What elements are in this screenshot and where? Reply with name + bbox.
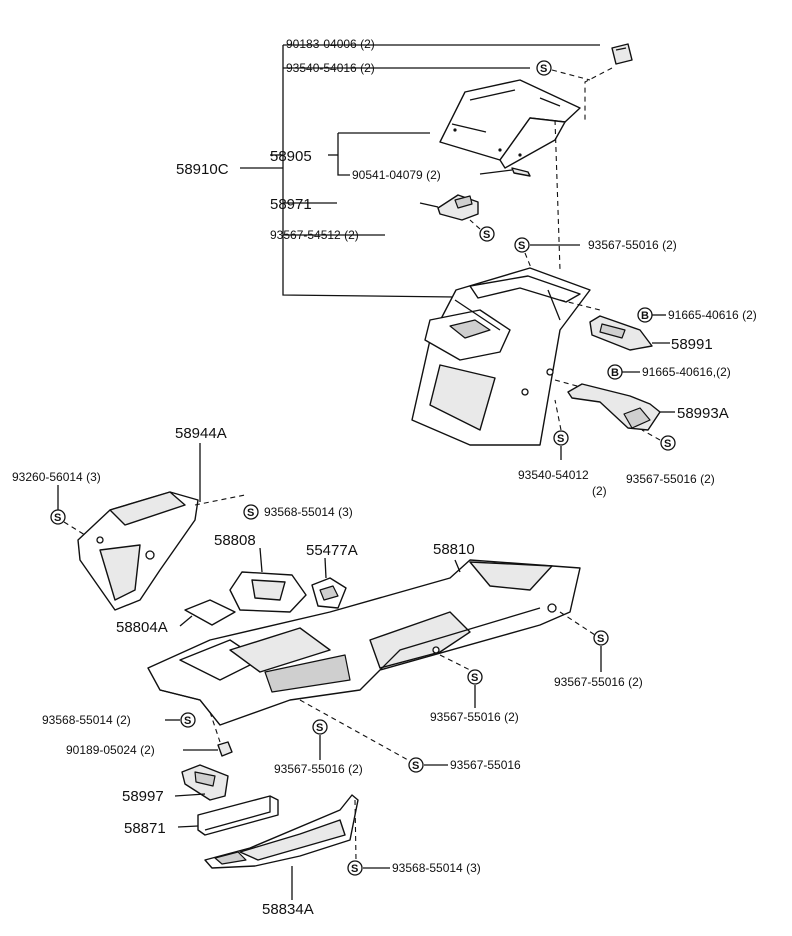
svg-text:S: S xyxy=(54,512,61,524)
screw-93567-55016-center: S xyxy=(467,669,483,708)
label-93540-54016: 93540-54016 (2) xyxy=(286,61,375,75)
svg-text:S: S xyxy=(184,715,191,727)
svg-text:B: B xyxy=(611,367,619,379)
armrest-bracket-body xyxy=(411,119,611,446)
svg-text:S: S xyxy=(664,438,671,450)
pin-90541 xyxy=(479,167,531,177)
label-91665-b: 91665-40616,(2) xyxy=(642,365,731,379)
pad-58804A xyxy=(179,599,236,627)
shift-boot-58808 xyxy=(229,547,307,613)
svg-text:S: S xyxy=(412,760,419,772)
screw-93567-55016-lower: S xyxy=(312,719,328,760)
boot-55477A xyxy=(311,557,347,661)
svg-text:S: S xyxy=(597,633,604,645)
side-cover-58944A: S S xyxy=(50,443,259,611)
svg-text:S: S xyxy=(557,433,564,445)
label-93567-55016-center: 93567-55016 (2) xyxy=(430,710,519,724)
label-93567-54512: 93567-54512 (2) xyxy=(270,228,359,242)
svg-text:S: S xyxy=(247,507,254,519)
tray-58834A: S xyxy=(204,794,390,900)
label-93567-55016-lower: 93567-55016 (2) xyxy=(274,762,363,776)
screw-93568-55014-front: S xyxy=(165,711,233,757)
label-90541: 90541-04079 (2) xyxy=(352,168,441,182)
label-58991: 58991 xyxy=(671,336,713,353)
part-labels: 90183-04006 (2) 93540-54016 (2) 58910C 5… xyxy=(12,37,757,918)
screw-93567-55016-single: S xyxy=(408,757,448,773)
label-58971: 58971 xyxy=(270,196,312,213)
label-58993A: 58993A xyxy=(677,405,729,422)
label-93567-55016-right: 93567-55016 (2) xyxy=(554,675,643,689)
label-93567-55016-top: 93567-55016 (2) xyxy=(588,238,677,252)
label-55477A: 55477A xyxy=(306,542,358,559)
svg-text:S: S xyxy=(316,722,323,734)
latch-58971 xyxy=(419,194,479,221)
bracket-58993A: B S xyxy=(567,364,676,451)
screw-93540-54012: S xyxy=(553,399,569,460)
screw-93567-54512: S xyxy=(469,219,495,242)
bracket-58910C xyxy=(240,44,600,298)
label-58910C: 58910C xyxy=(176,161,229,178)
armrest-lid-58905 xyxy=(439,79,581,169)
svg-text:S: S xyxy=(351,863,358,875)
label-58804A: 58804A xyxy=(116,619,168,636)
svg-text:S: S xyxy=(483,229,490,241)
label-58808: 58808 xyxy=(214,532,256,549)
label-58997: 58997 xyxy=(122,788,164,805)
label-90189: 90189-05024 (2) xyxy=(66,743,155,757)
label-58944A: 58944A xyxy=(175,425,227,442)
label-91665-a: 91665-40616 (2) xyxy=(668,308,757,322)
label-93568-55014-2: 93568-55014 (2) xyxy=(42,713,131,727)
label-93568-55014-3: 93568-55014 (3) xyxy=(264,505,353,519)
label-93540-54012: 93540-54012 xyxy=(518,468,589,482)
label-93568-55014-bottom: 93568-55014 (3) xyxy=(392,861,481,875)
label-93567-55016-right-top: 93567-55016 (2) xyxy=(626,472,715,486)
switch-58997 xyxy=(174,764,229,801)
console-body-58810 xyxy=(147,559,596,761)
pocket-58871 xyxy=(177,795,279,836)
screw-93540-54016: S xyxy=(536,60,591,81)
label-58810: 58810 xyxy=(433,541,475,558)
label-58905: 58905 xyxy=(270,148,312,165)
label-93260: 93260-56014 (3) xyxy=(12,470,101,484)
label-58834A: 58834A xyxy=(262,901,314,918)
svg-text:S: S xyxy=(540,63,547,75)
label-58871: 58871 xyxy=(124,820,166,837)
clip-90183 xyxy=(584,43,633,120)
screw-93567-55016-right: S xyxy=(593,630,609,672)
bracket-58991: B xyxy=(589,307,670,351)
svg-text:S: S xyxy=(518,240,525,252)
label-90183: 90183-04006 (2) xyxy=(286,37,375,51)
label-93567-55016-single: 93567-55016 xyxy=(450,758,521,772)
svg-text:S: S xyxy=(471,672,478,684)
label-93540-54012-qty: (2) xyxy=(592,484,607,498)
svg-text:B: B xyxy=(641,310,649,322)
